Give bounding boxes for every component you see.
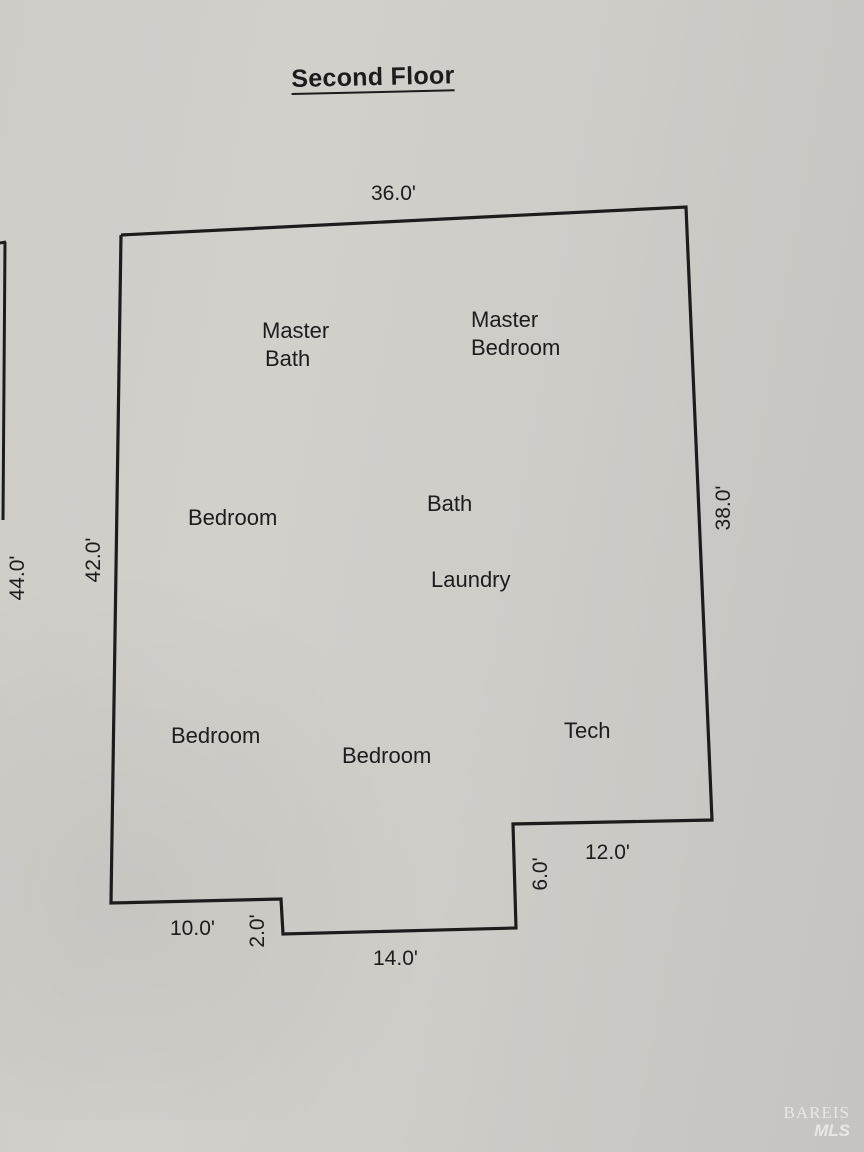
room-bath: Bath [427, 491, 473, 516]
room-label-line: Master [471, 307, 539, 332]
room-master-bedroom: Master Bedroom [471, 306, 560, 362]
dimension-adjacent-left: 44.0' [6, 555, 29, 601]
page-title: Second Floor [290, 61, 455, 95]
dimension-step-right-horizontal: 12.0' [585, 841, 630, 864]
room-label-line: Master [262, 318, 330, 343]
room-bedroom-south: Bedroom [342, 743, 432, 768]
watermark-sub: MLS [814, 1121, 850, 1140]
dimension-step-left-vertical: 2.0' [246, 914, 269, 948]
adjacent-plan-wall-top [0, 240, 7, 245]
room-label-line: Bath [265, 346, 311, 371]
dimension-step-left-horizontal: 10.0' [170, 917, 215, 940]
dimension-right: 38.0' [712, 485, 735, 531]
room-laundry: Laundry [431, 567, 511, 592]
room-tech: Tech [564, 718, 611, 743]
room-master-bath: Master Bath [262, 317, 329, 373]
adjacent-plan-wall [1, 241, 7, 521]
dimension-step-right-vertical: 6.0' [529, 857, 552, 891]
wall-outline [109, 205, 714, 936]
mls-watermark: BAREIS MLS [784, 1104, 850, 1140]
dimension-bottom-middle: 14.0' [373, 947, 418, 970]
watermark-brand: BAREIS [783, 1103, 850, 1122]
dimension-left: 42.0' [82, 537, 105, 583]
room-label-line: Bedroom [471, 335, 561, 360]
room-bedroom-southwest: Bedroom [171, 723, 261, 748]
room-bedroom-west: Bedroom [188, 505, 278, 530]
dimension-top: 36.0' [371, 182, 416, 205]
